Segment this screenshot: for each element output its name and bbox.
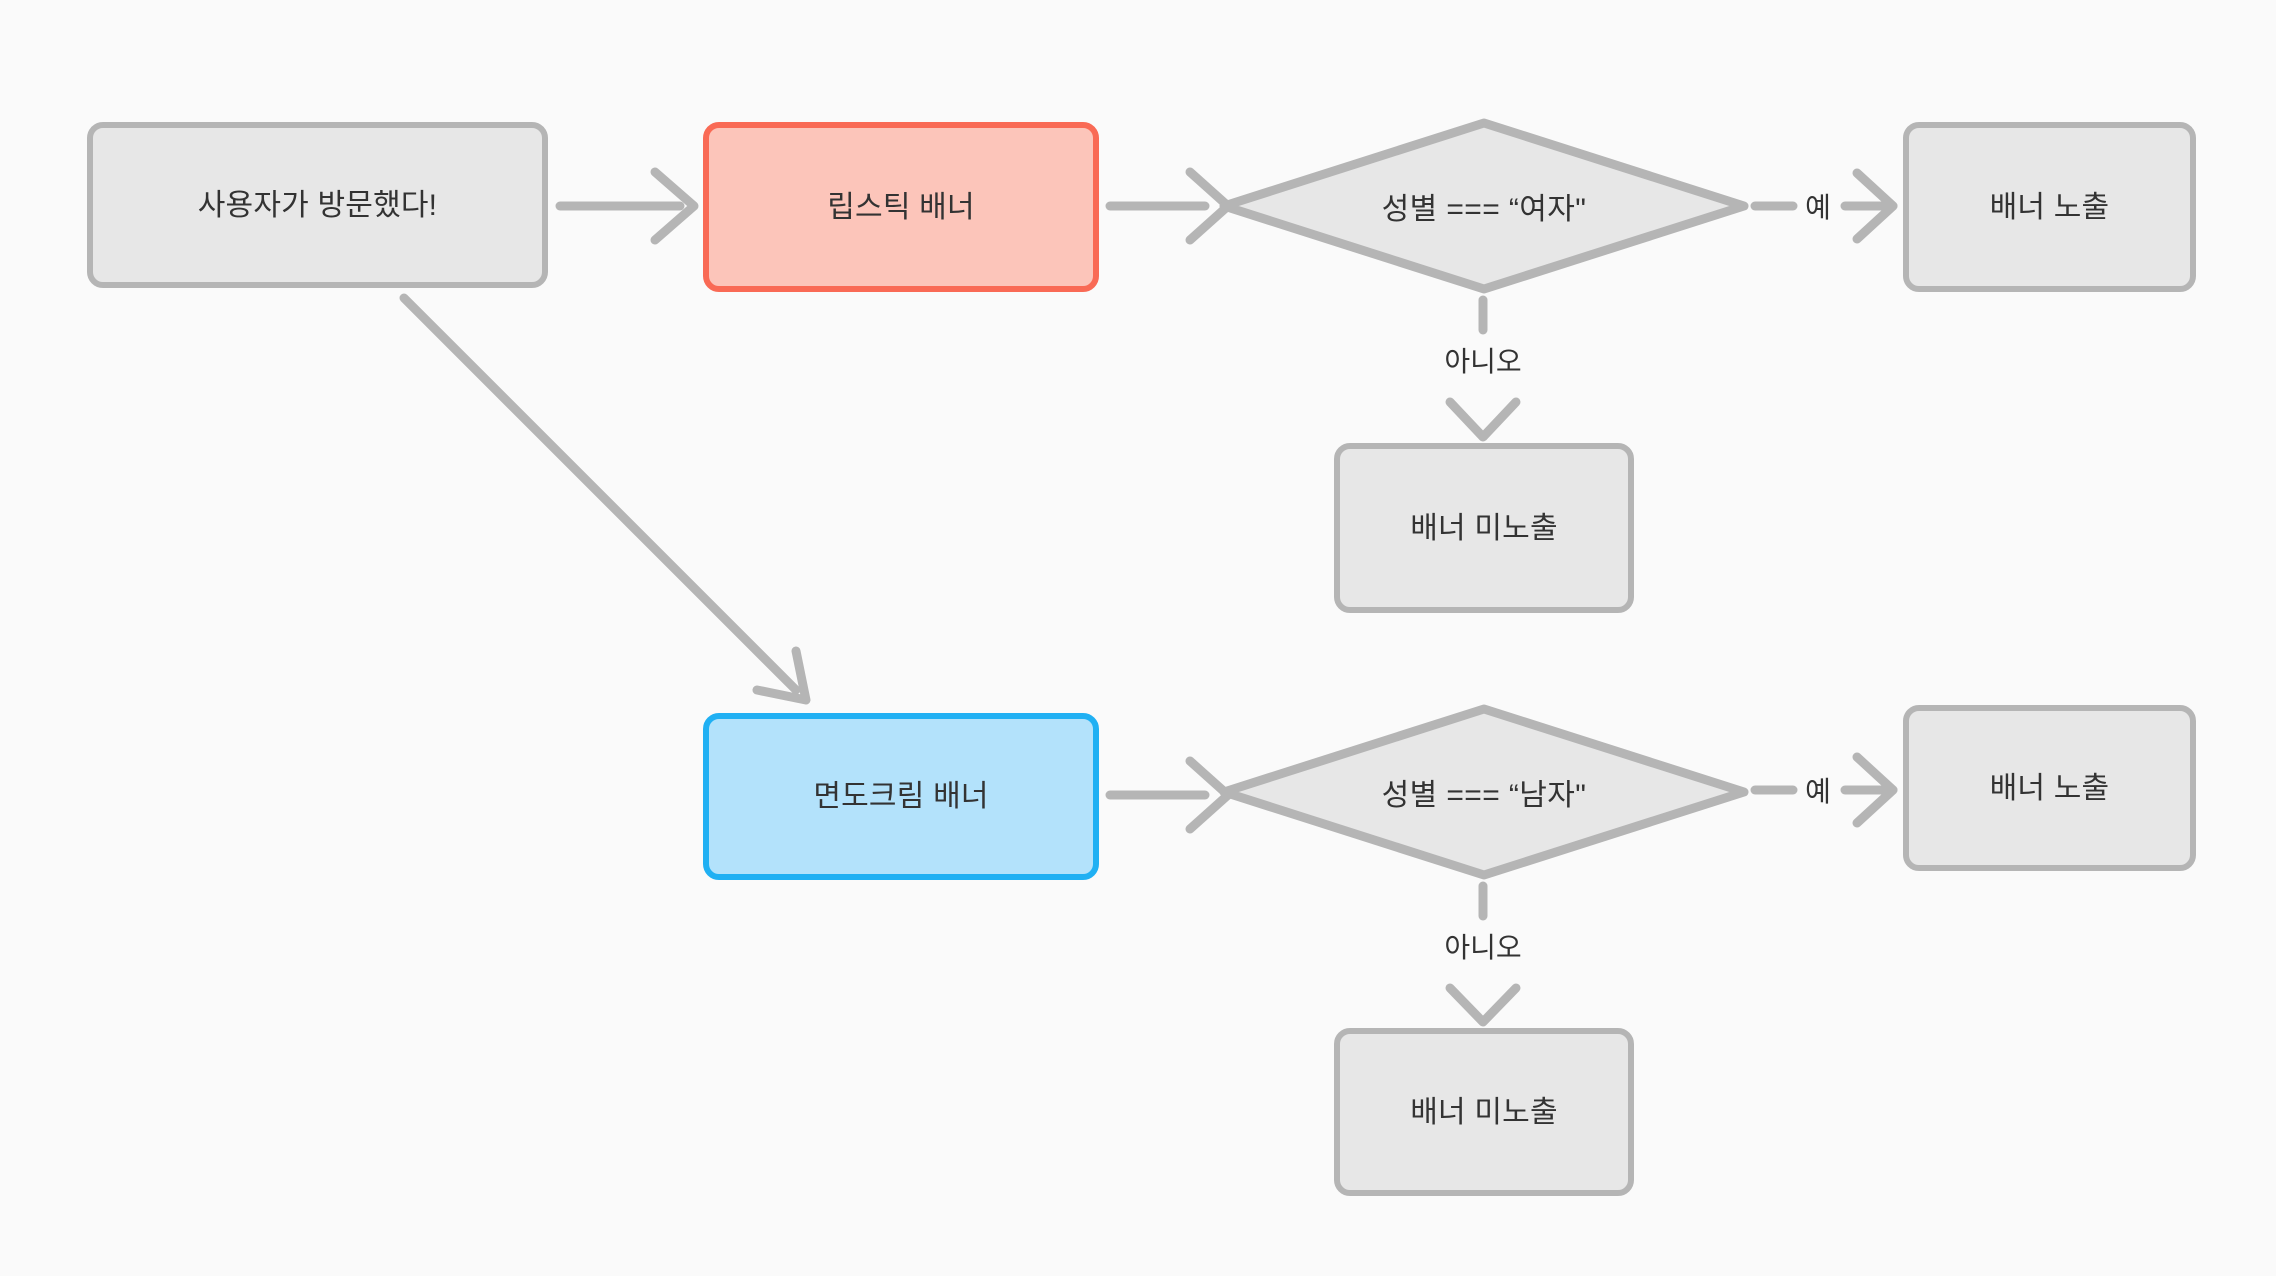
node-lipstick-banner-label: 립스틱 배너 — [827, 190, 975, 224]
diamond-shape-male — [1219, 704, 1749, 880]
node-hide-banner-bottom-label: 배너 미노출 — [1410, 1095, 1558, 1129]
node-hide-banner-top-label: 배너 미노출 — [1410, 511, 1558, 545]
edge-label-no-top: 아니오 — [1444, 346, 1522, 377]
edge-shaving-cream-to-condition-male — [1105, 756, 1233, 834]
node-hide-banner-bottom[interactable]: 배너 미노출 — [1334, 1028, 1634, 1196]
node-start[interactable]: 사용자가 방문했다! — [87, 122, 548, 288]
node-shaving-cream-banner-label: 면도크림 배너 — [813, 780, 989, 813]
node-condition-female-label: 성별 === “여자" — [1381, 193, 1587, 226]
node-show-banner-top[interactable]: 배너 노출 — [1903, 122, 2196, 292]
edge-label-yes-top: 예 — [1805, 192, 1831, 223]
node-condition-male-label: 성별 === “남자" — [1381, 779, 1587, 812]
node-condition-male[interactable]: 성별 === “남자" — [1218, 703, 1750, 881]
node-hide-banner-top[interactable]: 배너 미노출 — [1334, 443, 1634, 613]
node-lipstick-banner[interactable]: 립스틱 배너 — [703, 122, 1099, 292]
node-start-label: 사용자가 방문했다! — [197, 188, 438, 222]
edge-lipstick-to-condition-female — [1105, 167, 1233, 245]
diamond-shape-female — [1219, 118, 1749, 294]
node-show-banner-bottom-label: 배너 노출 — [1989, 771, 2110, 805]
edge-start-to-lipstick — [555, 167, 699, 245]
edge-start-to-shaving-cream — [399, 293, 811, 705]
node-show-banner-bottom[interactable]: 배너 노출 — [1903, 705, 2196, 871]
node-shaving-cream-banner[interactable]: 면도크림 배너 — [703, 713, 1099, 880]
node-show-banner-top-label: 배너 노출 — [1989, 190, 2110, 224]
edge-label-yes-bottom: 예 — [1805, 776, 1831, 807]
edge-label-no-bottom: 아니오 — [1444, 932, 1522, 963]
node-condition-female[interactable]: 성별 === “여자" — [1218, 117, 1750, 295]
